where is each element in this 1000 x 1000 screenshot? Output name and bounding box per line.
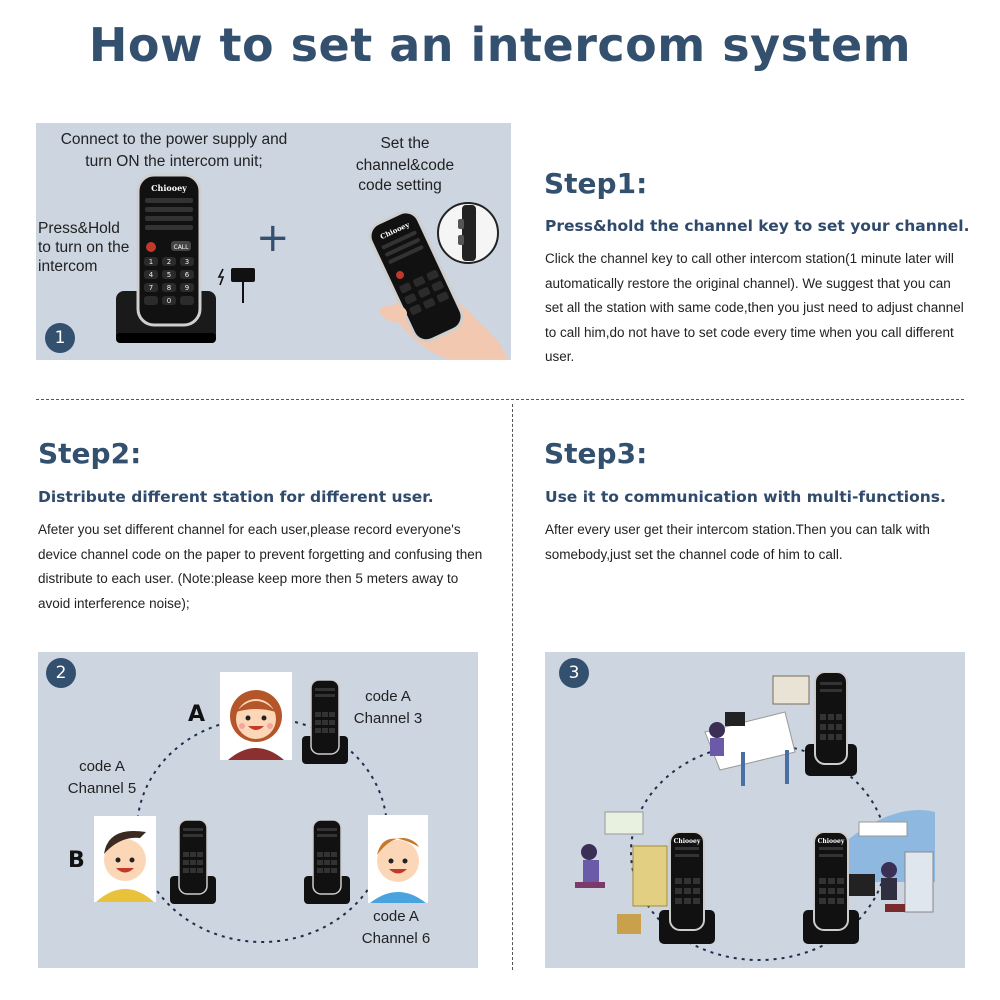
svg-text:8: 8 — [167, 284, 171, 292]
svg-text:6: 6 — [185, 271, 190, 279]
office-handset-top — [805, 672, 857, 776]
caption-code-setting: code setting — [358, 177, 442, 194]
step2-subheading: Distribute different station for differe… — [38, 488, 434, 506]
station-channel-3 — [302, 680, 348, 764]
intercom-handset-on-dock: Chiooey CALL 1 2 3 4 5 6 7 8 9 0 — [116, 173, 255, 343]
user-label-a: A — [188, 702, 206, 727]
svg-text:9: 9 — [185, 284, 189, 292]
step1-badge: 1 — [45, 323, 75, 353]
step3-body: After every user get their intercom stat… — [545, 522, 930, 562]
avatar-user-a — [220, 672, 292, 760]
step2-body: Afeter you set different channel for eac… — [38, 522, 483, 611]
label-channel-3: code A Channel 3 — [353, 688, 423, 727]
horizontal-divider — [36, 399, 964, 400]
avatar-user-c — [368, 815, 428, 903]
svg-text:4: 4 — [149, 271, 154, 279]
caption-press-hold: Press&Hold to turn on the intercom — [38, 220, 130, 275]
label-channel-5: code A Channel 5 — [67, 758, 137, 797]
step3-illustration: Chiooey Chiooey 3 — [545, 652, 965, 968]
step2-illustration: 2 A B — [38, 652, 478, 968]
step1-illustration: Connect to the power supply and turn ON … — [36, 123, 511, 360]
station-channel-5 — [170, 820, 216, 904]
step1-subheading: Press&hold the channel key to set your c… — [545, 217, 970, 235]
svg-text:Chiooey: Chiooey — [151, 183, 187, 193]
office-workstation-top — [704, 675, 810, 786]
svg-text:2: 2 — [167, 258, 171, 266]
step3-heading: Step3: — [544, 437, 648, 470]
svg-text:7: 7 — [149, 284, 153, 292]
side-key-zoom-circle — [437, 202, 499, 264]
office-handset-left: Chiooey — [659, 832, 715, 944]
user-label-b: B — [68, 848, 85, 873]
step3-subheading: Use it to communication with multi-funct… — [545, 488, 946, 506]
office-workstation-left — [575, 811, 668, 934]
page-title: How to set an intercom system — [88, 18, 912, 72]
step1-heading: Step1: — [544, 167, 648, 200]
caption-set-channel: Set the channel&code — [355, 135, 455, 174]
svg-text:Chiooey: Chiooey — [674, 838, 701, 845]
office-handset-right: Chiooey — [803, 832, 859, 944]
hand-holding-handset: Chiooey — [368, 210, 508, 359]
step2-badge: 2 — [46, 658, 76, 688]
plus-sign: + — [256, 215, 290, 261]
avatar-user-b — [94, 816, 156, 902]
step1-body: Click the channel key to call other inte… — [545, 251, 964, 364]
vertical-divider — [512, 404, 513, 970]
step3-badge: 3 — [559, 658, 589, 688]
svg-text:Chiooey: Chiooey — [818, 838, 845, 845]
step2-heading: Step2: — [38, 437, 142, 470]
svg-text:5: 5 — [167, 271, 171, 279]
office-network-circle — [575, 675, 935, 961]
svg-text:1: 1 — [149, 258, 153, 266]
station-channel-6 — [304, 820, 350, 904]
office-workstation-right — [845, 810, 935, 913]
label-channel-6: code A Channel 6 — [361, 908, 431, 947]
caption-power-on: Connect to the power supply and turn ON … — [60, 131, 288, 170]
svg-text:3: 3 — [185, 258, 189, 266]
svg-text:CALL: CALL — [174, 244, 190, 251]
svg-text:0: 0 — [167, 297, 171, 305]
